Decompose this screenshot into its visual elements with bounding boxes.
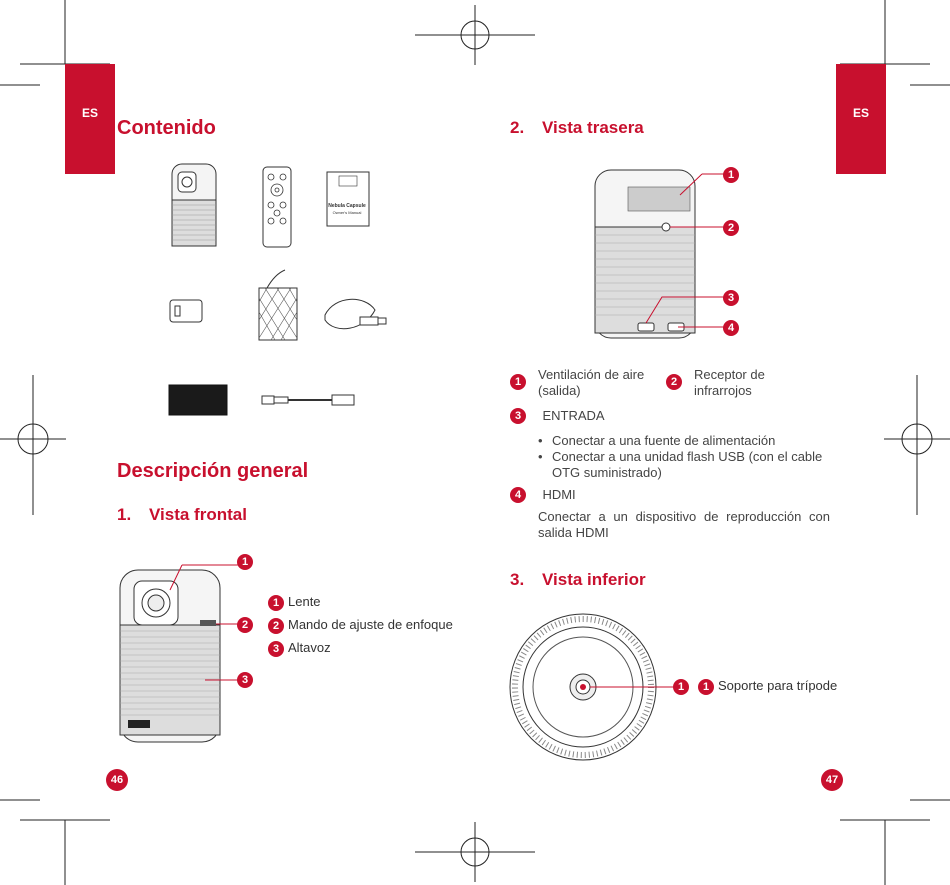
front-view-number: 1.: [117, 505, 132, 524]
legend-badge: 2: [268, 617, 284, 634]
legend-badge: 1: [698, 678, 714, 695]
legend-label: Lente: [288, 594, 321, 609]
rear-callout-3: 3: [723, 289, 743, 307]
registration-mark-bottom: [415, 822, 535, 882]
legend-badge: 3: [268, 640, 284, 657]
front-legend-item-3: 3 Altavoz: [268, 640, 331, 657]
rear-item-1-label-line2: (salida): [538, 383, 581, 398]
owners-manual-illustration: [326, 171, 370, 227]
front-callout-2: 2: [237, 616, 257, 634]
rear-view-title: Vista trasera: [542, 118, 644, 137]
rear-item-4-label: HDMI: [542, 487, 576, 502]
front-view-heading: 1. Vista frontal: [117, 505, 247, 525]
manual-cover-subtitle: Owner's Manual: [332, 210, 362, 215]
front-callout-3: 3: [237, 671, 257, 689]
bottom-view-device-illustration: [509, 613, 676, 761]
registration-mark-top: [415, 5, 535, 65]
rear-item-3-bullets: Conectar a una fuente de alimentación Co…: [538, 433, 838, 481]
rear-item-4-description: Conectar a un dispositivo de reproducció…: [538, 509, 830, 540]
rear-item-4: 4 HDMI: [510, 486, 576, 504]
rear-item-2-label-line2: infrarrojos: [694, 383, 752, 398]
rear-item-badge: 2: [666, 374, 682, 390]
contents-heading: Contenido: [117, 117, 216, 139]
rear-item-3: 3 ENTRADA: [510, 407, 605, 425]
rear-view-number: 2.: [510, 118, 525, 137]
registration-mark-right: [884, 375, 950, 515]
bottom-view-heading: 3. Vista inferior: [510, 570, 646, 590]
bullet-item: Conectar a una fuente de alimentación: [538, 433, 838, 449]
front-legend-item-2: 2 Mando de ajuste de enfoque: [268, 617, 453, 634]
otg-cable-illustration: [261, 394, 355, 406]
front-legend-item-1: 1 Lente: [268, 594, 321, 611]
front-view-title: Vista frontal: [149, 505, 247, 524]
remote-control-illustration: [262, 166, 292, 248]
rear-callout-2: 2: [723, 219, 743, 237]
rear-item-badge: 1: [510, 374, 526, 390]
bottom-view-number: 3.: [510, 570, 525, 589]
rear-item-badge: 3: [510, 407, 526, 424]
language-code: ES: [852, 106, 869, 120]
carry-bag-illustration: [258, 269, 298, 341]
language-tab-notch-right: [836, 124, 886, 174]
legend-label: Soporte para trípode: [718, 678, 838, 693]
front-callout-1: 1: [237, 553, 257, 571]
rear-item-badge: 4: [510, 486, 526, 503]
rear-item-2-label-line1: Receptor de: [694, 367, 765, 382]
cleaning-cloth-illustration: [168, 384, 228, 416]
rear-item-3-label: ENTRADA: [542, 408, 605, 423]
legend-label: Altavoz: [288, 640, 331, 655]
bullet-item: Conectar a una unidad flash USB (con el …: [538, 449, 838, 481]
registration-mark-left: [0, 375, 66, 515]
manual-cover-title: Nebula Capsule: [328, 203, 366, 209]
bottom-callout-1: 1: [673, 678, 693, 696]
language-code: ES: [81, 106, 98, 120]
page-number-right: 47: [821, 769, 843, 791]
rear-item-1-label-line1: Ventilación de aire: [538, 367, 645, 382]
front-view-device-illustration: [119, 564, 242, 743]
legend-label: Mando de ajuste de enfoque: [288, 617, 453, 632]
legend-badge: 1: [268, 594, 284, 611]
projector-illustration: [171, 163, 217, 247]
rear-view-device-illustration: [594, 169, 724, 339]
rear-callout-1: 1: [723, 166, 743, 184]
page-number-left: 46: [106, 769, 128, 791]
overview-heading: Descripción general: [117, 460, 309, 482]
rear-view-heading: 2. Vista trasera: [510, 118, 644, 138]
usb-cable-illustration: [324, 298, 387, 330]
language-tab-notch-left: [65, 124, 115, 174]
bottom-legend-item: 1 Soporte para trípode: [698, 678, 837, 695]
rear-callout-4: 4: [723, 319, 743, 337]
bottom-view-title: Vista inferior: [542, 570, 646, 589]
power-adapter-illustration: [169, 299, 203, 323]
